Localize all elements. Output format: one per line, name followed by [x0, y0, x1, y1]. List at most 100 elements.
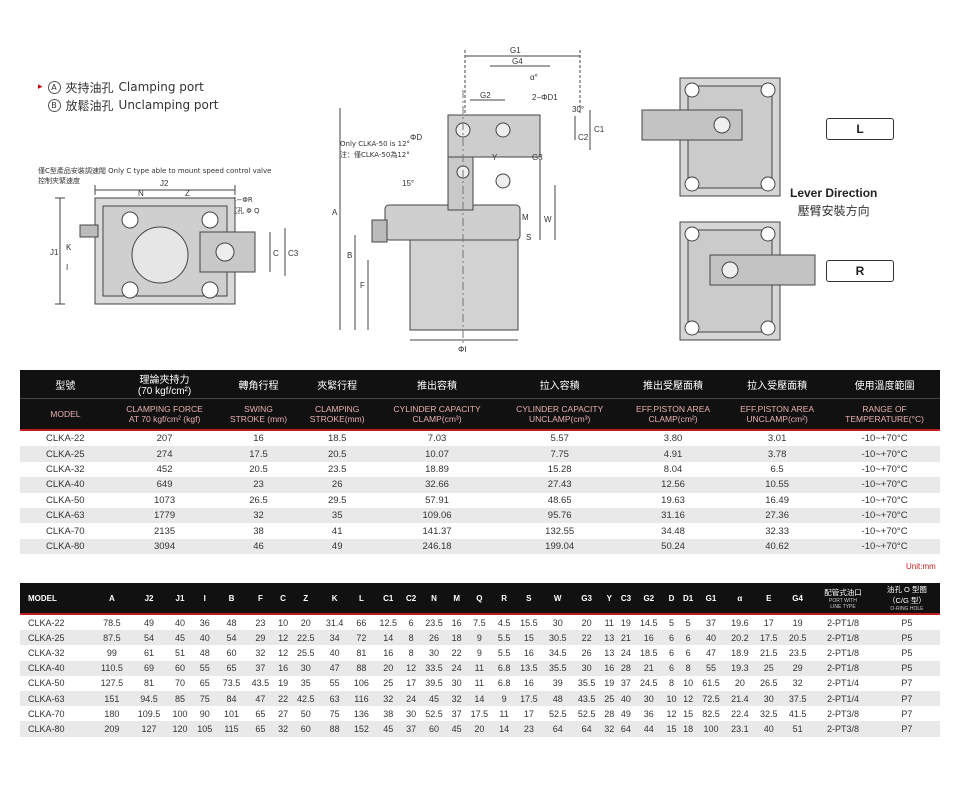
table-cell: 105	[192, 721, 218, 737]
table-cell: 25	[373, 675, 403, 691]
spec-header-zh-6: 推出受壓面積	[621, 370, 726, 399]
spec-header-zh-text: 推出受壓面積	[643, 380, 704, 392]
table-cell: 32	[601, 721, 618, 737]
valve-fitting	[79, 224, 99, 238]
port-header-en: PORT WITH	[829, 597, 857, 604]
spec-header-en-line: UNCLAMP(cm³)	[528, 414, 591, 424]
table-cell: 21	[634, 660, 664, 676]
table-cell: 48	[217, 614, 246, 631]
table-cell: 8	[402, 630, 420, 646]
oring-header-zh2: （C/G 型）	[887, 596, 926, 605]
table-cell: 19	[274, 675, 292, 691]
spec-header-zh-3: 夾緊行程	[298, 370, 376, 399]
spec-header-zh-sub: (70 kgf/cm²)	[137, 386, 192, 397]
table-cell: 54	[217, 630, 246, 646]
dim-g3: G3	[532, 153, 543, 162]
table-cell: 10	[663, 690, 680, 707]
table-cell: 72.5	[696, 690, 726, 707]
spec-header-zh-text: 拉入受壓面積	[747, 380, 808, 392]
table-cell: 25	[601, 690, 618, 707]
table-cell: 18.9	[725, 645, 755, 661]
table-cell: 23	[514, 721, 544, 737]
table-cell: 101	[217, 706, 246, 722]
table-cell: 8	[402, 645, 420, 661]
table-cell: 3.78	[725, 446, 830, 462]
table-cell: 35	[298, 507, 376, 524]
table-cell: P7	[873, 706, 940, 722]
table-cell: 6.8	[493, 660, 515, 676]
table-cell: 8	[679, 660, 697, 676]
table-cell: 151	[93, 690, 131, 707]
table-cell: 30	[291, 660, 321, 676]
table-cell: 4.5	[493, 614, 515, 631]
table-cell: 17.5	[218, 446, 299, 462]
table-cell: 24	[617, 645, 635, 661]
table-cell: 21.4	[725, 690, 755, 707]
table-cell: 38	[218, 523, 299, 539]
note-hole: 4−ΦR	[232, 196, 253, 204]
lever-right-label: R	[826, 260, 894, 282]
table-cell: 40	[696, 630, 726, 646]
table-cell: 65	[192, 675, 218, 691]
table-cell: 17	[402, 675, 420, 691]
dim-phi-i: ΦI	[458, 345, 467, 354]
table-cell: 207	[110, 430, 219, 447]
table-cell: 35	[291, 675, 321, 691]
legend-a-en: Clamping port	[118, 80, 204, 94]
arm-end-pin	[495, 122, 511, 138]
table-cell: 11	[493, 706, 515, 722]
dim-w: W	[544, 215, 552, 224]
table-cell: 49	[130, 614, 168, 631]
dim-header-6: F	[245, 583, 275, 615]
table-cell: 23	[218, 477, 299, 493]
table-cell: 23.1	[725, 721, 755, 737]
dim-header-15: Q	[464, 583, 494, 615]
table-cell: 14	[493, 721, 515, 737]
table-cell: 6	[402, 614, 420, 631]
table-cell: 24.5	[634, 675, 664, 691]
table-cell: 19.63	[621, 492, 726, 508]
table-cell: 6	[679, 630, 697, 646]
table-cell: 36	[192, 614, 218, 631]
dim-n: N	[138, 189, 144, 198]
table-cell: 29	[783, 660, 813, 676]
table-cell: 20.2	[725, 630, 755, 646]
table-cell: 109.06	[375, 507, 499, 524]
table-cell: 39	[543, 675, 573, 691]
dim-header-10: L	[349, 583, 374, 615]
rod-pin	[495, 173, 511, 189]
table-cell: 39.5	[419, 675, 449, 691]
table-cell: 30	[448, 675, 465, 691]
table-cell: 36	[634, 706, 664, 722]
table-cell: 52.5	[419, 706, 449, 722]
table-cell: 16	[601, 660, 618, 676]
oring-header-en: O-RING HOLE	[890, 606, 924, 612]
spec-header-en-line: EFF.PISTON AREA	[636, 404, 711, 414]
table-cell: 1073	[110, 492, 219, 508]
table-cell: 95.76	[498, 507, 622, 524]
table-cell: 33.5	[419, 660, 449, 676]
table-cell: 87.5	[93, 630, 131, 646]
dim-d1: 2−ΦD1	[532, 93, 558, 102]
table-cell: 20.5	[298, 446, 376, 462]
table-cell: 94.5	[130, 690, 168, 707]
port-legend: ▸ A 夾持油孔 Clamping port ▸ B 放鬆油孔 Unclampi…	[38, 78, 219, 114]
table-cell: -10~+70°C	[829, 477, 940, 493]
table-cell: CLKA-40	[20, 477, 111, 493]
table-cell: 22	[274, 690, 292, 707]
table-cell: CLKA-32	[20, 461, 111, 478]
dim-header-8: Z	[291, 583, 321, 615]
table-cell: 6	[679, 645, 697, 661]
table-cell: 2-PT1/4	[812, 690, 874, 707]
table-cell: 60	[167, 660, 193, 676]
table-cell: 14.5	[634, 614, 664, 631]
table-cell: 61	[130, 645, 168, 661]
spec-header-en-line: TEMPERATURE(°C)	[845, 414, 924, 424]
